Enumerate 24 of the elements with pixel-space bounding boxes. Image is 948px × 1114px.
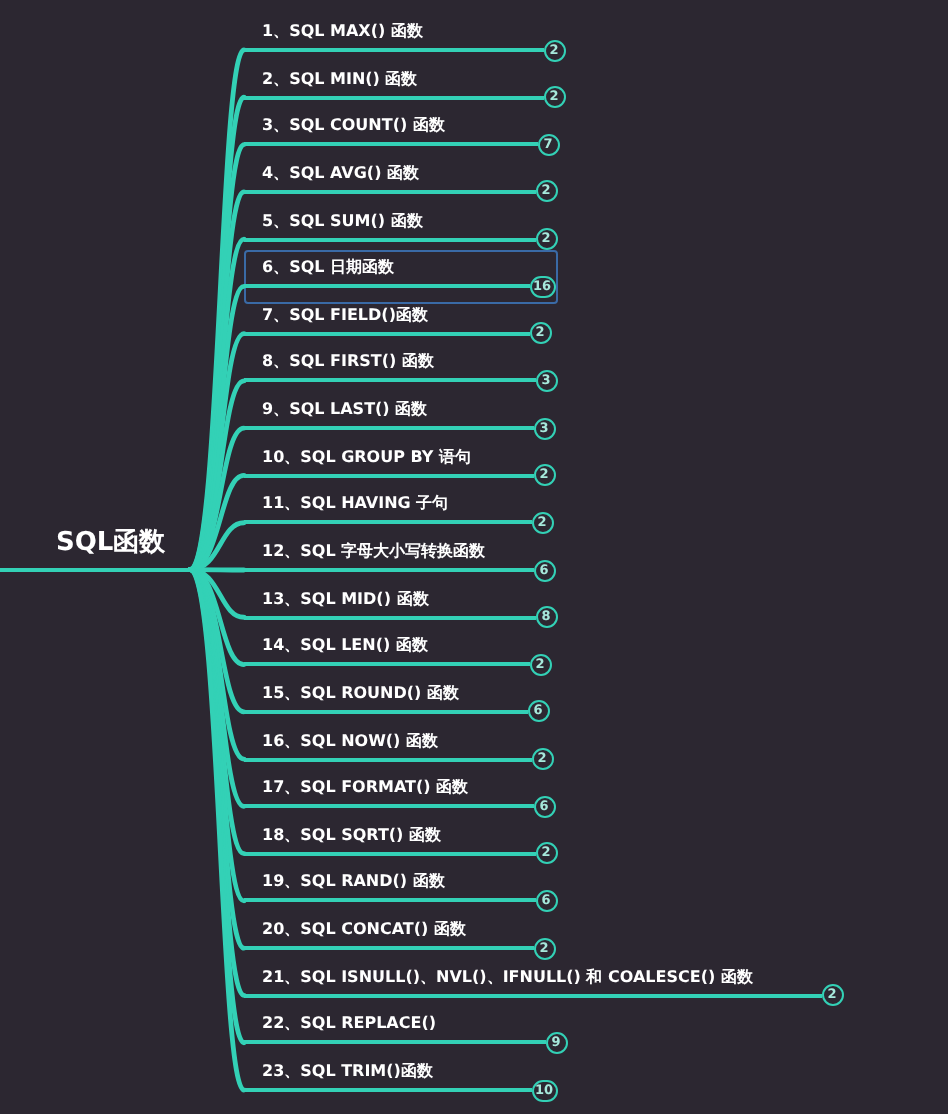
topic-item: 2、SQL MIN() 函数 [244,61,543,100]
topic-item: 7、SQL FIELD()函数 [244,297,529,336]
topic-item: 11、SQL HAVING 子句 [244,486,531,525]
topic-item: 14、SQL LEN() 函数 [244,628,529,667]
topic-item: 21、SQL ISNULL()、NVL()、IFNULL() 和 COALESCE() 函数 [244,959,821,998]
topic-item: 5、SQL SUM() 函数 [244,203,535,242]
topic-item: 6、SQL 日期函数 [244,250,529,289]
topic-item: 22、SQL REPLACE() [244,1006,545,1045]
topic-item: 15、SQL ROUND() 函数 [244,675,527,714]
topic-item: 1、SQL MAX() 函数 [244,14,543,52]
topic-item: 8、SQL FIRST() 函数 [244,344,535,383]
topic-item: 17、SQL FORMAT() 函数 [244,770,533,809]
topic-item: 19、SQL RAND() 函数 [244,864,535,903]
topic-item: 18、SQL SQRT() 函数 [244,817,535,856]
topic-item: 13、SQL MID() 函数 [244,581,535,620]
topic-item: 20、SQL CONCAT() 函数 [244,912,533,951]
topic-item: 12、SQL 字母大小写转换函数 [244,534,533,572]
topic-item: 23、SQL TRIM()函数 [244,1054,531,1092]
topic-item: 4、SQL AVG() 函数 [244,155,535,194]
topic-item: 10、SQL GROUP BY 语句 [244,439,533,478]
topic-item: 3、SQL COUNT() 函数 [244,108,537,147]
topic-item: 16、SQL NOW() 函数 [244,723,531,762]
topic-item: 9、SQL LAST() 函数 [244,392,533,431]
root-topic: SQL函数 [0,518,190,572]
